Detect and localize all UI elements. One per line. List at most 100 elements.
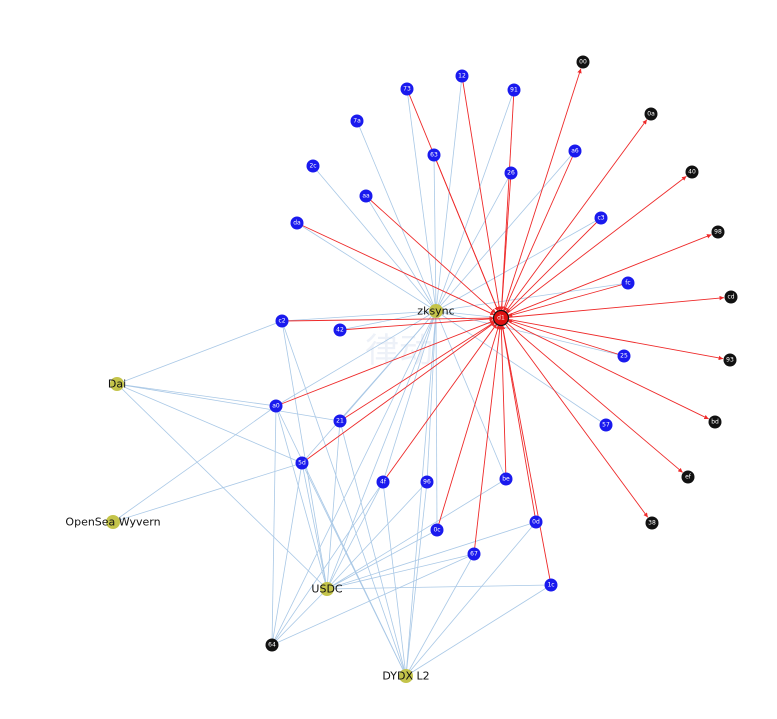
- edge-zksync-c2: [281, 310, 437, 322]
- edge-dydx-67: [405, 553, 475, 677]
- transfer-edge-fc-d1: [507, 282, 629, 318]
- receiver-label: cd: [727, 294, 734, 301]
- transfer-edge-d1-00: [500, 68, 582, 319]
- edge-dydx-1c: [405, 584, 552, 677]
- wallet-marker: [359, 189, 373, 203]
- transfer-edge-63-d1: [433, 154, 499, 312]
- wallet-marker: [333, 323, 347, 337]
- transfer-edge-67-d1: [473, 324, 502, 555]
- receiver-node-40: 40: [685, 165, 699, 179]
- edge-usdc-21: [326, 420, 341, 590]
- wallet-label: 63: [430, 152, 438, 159]
- receiver-node-98: 98: [711, 225, 725, 239]
- hub-label: DYDX L2: [382, 670, 429, 683]
- wallet-label: 21: [336, 418, 344, 425]
- transfer-edge-4f-d1: [382, 323, 498, 483]
- edge-zksync-4f: [382, 310, 437, 483]
- wallet-node-12: 12: [455, 69, 469, 83]
- wallet-label: 96: [423, 479, 431, 486]
- wallet-marker: [617, 349, 631, 363]
- wallet-marker: [529, 515, 543, 529]
- wallet-marker: [621, 276, 635, 290]
- edge-dydx-4f: [382, 481, 407, 677]
- edge-usdc-67: [326, 553, 475, 590]
- receiver-marker: [681, 470, 695, 484]
- edge-dydx-0d: [405, 521, 537, 677]
- wallet-node-57: 57: [599, 418, 613, 432]
- wallet-node-0c: 0c: [430, 523, 444, 537]
- wallet-marker: [400, 82, 414, 96]
- receiver-node-ef: ef: [681, 470, 695, 484]
- receiver-marker: [708, 415, 722, 429]
- transfer-edge-d1-ef: [500, 317, 683, 473]
- transfer-edge-1c-d1: [500, 324, 552, 586]
- wallet-label: c3: [597, 215, 604, 222]
- wallet-node-2c: 2c: [306, 159, 320, 173]
- wallet-node-63: 63: [427, 148, 441, 162]
- edge-zksync-fc: [435, 282, 629, 312]
- receiver-marker: [645, 516, 659, 530]
- edge-usdc-5d: [301, 462, 328, 590]
- wallet-node-21: 21: [333, 414, 347, 428]
- receiver-label: 98: [714, 229, 722, 236]
- edge-zksync-57: [435, 310, 607, 426]
- transfer-edge-d1-0a: [500, 119, 648, 319]
- transfer-edge-da-d1: [296, 222, 495, 316]
- receiver-label: 93: [726, 357, 734, 364]
- edge-64-5d: [271, 462, 303, 646]
- hub-label: zksync: [417, 305, 454, 318]
- edge-dai-5d: [116, 383, 303, 464]
- receiver-marker: [576, 55, 590, 69]
- wallet-node-1c: 1c: [544, 578, 558, 592]
- wallet-node-fc: fc: [621, 276, 635, 290]
- wallet-marker: [376, 475, 390, 489]
- center-label: d1: [497, 315, 505, 322]
- hub-marker: [429, 304, 443, 318]
- wallet-marker: [350, 114, 364, 128]
- wallet-label: be: [502, 476, 510, 483]
- wallet-marker: [599, 418, 613, 432]
- wallet-label: 2c: [309, 163, 316, 170]
- receiver-label: 38: [648, 520, 656, 527]
- wallet-label: 26: [507, 170, 515, 177]
- edge-zksync-25: [435, 310, 625, 357]
- wallet-node-67: 67: [467, 547, 481, 561]
- edge-zksync-dydx: [405, 310, 437, 677]
- edge-zksync-aa: [365, 195, 437, 312]
- wallet-marker: [504, 166, 518, 180]
- receiver-marker: [723, 353, 737, 367]
- wallet-node-73: 73: [400, 82, 414, 96]
- wallet-label: 4f: [380, 479, 387, 486]
- wallet-marker: [269, 399, 283, 413]
- wallet-marker: [295, 456, 309, 470]
- hub-label: OpenSea Wyvern: [65, 516, 160, 529]
- transfer-edge-d1-bd: [500, 317, 709, 420]
- center-marker: [492, 309, 510, 327]
- hub-node-zksync: zksync: [417, 304, 455, 318]
- transfer-edge-21-d1: [339, 321, 496, 422]
- hub-node-dai: Dai: [108, 377, 126, 391]
- transfer-edge-d1-93: [500, 317, 724, 361]
- edge-dydx-21: [339, 420, 407, 677]
- watermark-text: 律动: [365, 331, 433, 371]
- transfer-edge-91-d1: [499, 89, 515, 312]
- wallet-label: 91: [510, 87, 518, 94]
- wallet-label: 7a: [353, 118, 361, 125]
- edge-usdc-64: [271, 588, 328, 646]
- edge-dai-c2: [116, 320, 283, 385]
- wallet-node-be: be: [499, 472, 513, 486]
- edge-zksync-91: [435, 89, 515, 312]
- transfer-edge-d1-98: [500, 234, 712, 319]
- edge-dydx-96: [405, 481, 428, 677]
- wallet-marker: [455, 69, 469, 83]
- wallet-label: 0d: [532, 519, 540, 526]
- wallet-marker: [594, 211, 608, 225]
- edge-zksync-da: [296, 222, 437, 312]
- wallet-label: 67: [470, 551, 478, 558]
- edge-zksync-64: [271, 310, 437, 646]
- transfer-edge-c3-d1: [505, 217, 602, 314]
- transfer-edge-d1-38: [500, 317, 649, 518]
- edge-usdc-96: [326, 481, 428, 590]
- transfer-edge-5d-d1: [301, 321, 496, 464]
